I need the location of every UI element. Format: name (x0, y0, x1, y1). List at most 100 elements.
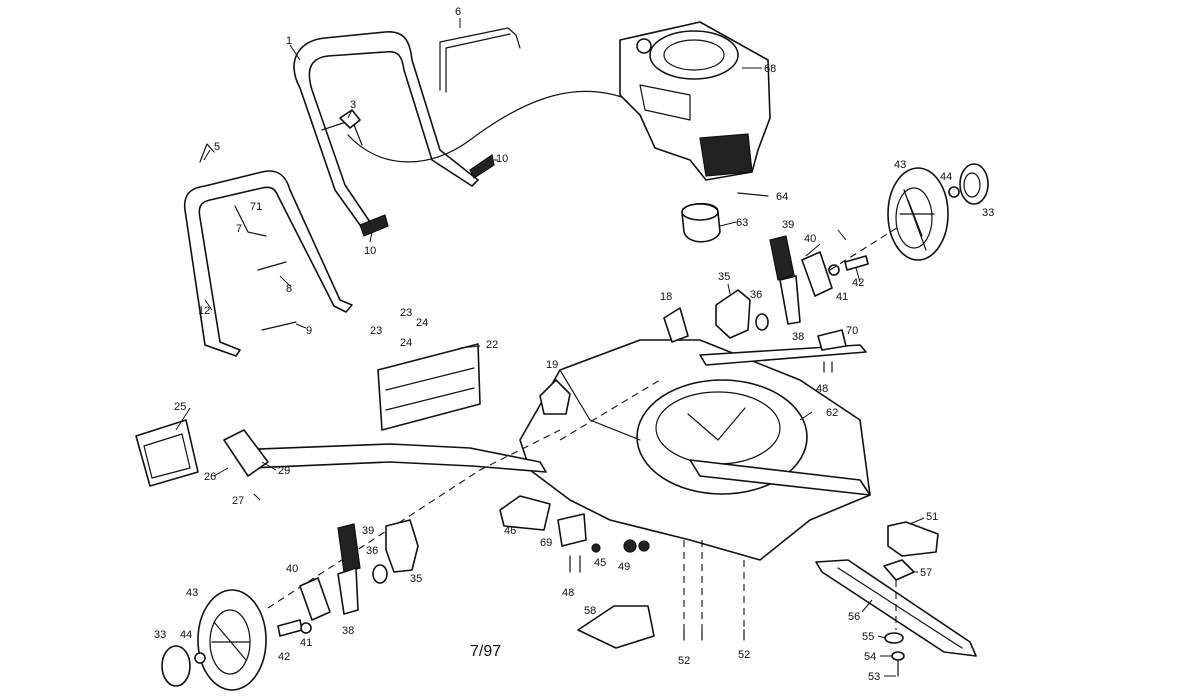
right-washer (948, 186, 960, 198)
clip-9 (261, 321, 297, 331)
callout-wheel-r: 43 (894, 159, 906, 171)
left-hub-cap (161, 645, 191, 687)
callout-spacer-36-l: 36 (366, 545, 378, 557)
throttle-cable (347, 90, 631, 163)
cable-tie-left (359, 214, 389, 237)
callout-bolt: 7 (236, 223, 242, 235)
screws-48-left (569, 555, 581, 573)
callout-bolt-52a: 52 (678, 655, 690, 667)
callout-cable-clip: 3 (350, 99, 356, 111)
callout-lever-r: 38 (792, 331, 804, 343)
cable-clip (339, 109, 361, 129)
blade-stiffener (883, 559, 915, 581)
callout-spring-l: 39 (362, 525, 374, 537)
right-spacer-36 (755, 313, 769, 331)
callout-wing-nut: 8 (286, 283, 292, 295)
callout-screw-23b: 23 (370, 325, 382, 337)
left-height-bracket (299, 577, 331, 621)
right-lever (779, 275, 801, 325)
callout-blade-stiffener: 57 (920, 567, 932, 579)
callout-rear-axle: 26 (204, 471, 216, 483)
callout-engine-screw: 64 (776, 191, 788, 203)
left-wheel (197, 589, 267, 691)
left-axle-bolt (277, 619, 303, 637)
callout-spring-r: 39 (782, 219, 794, 231)
callout-engine: 68 (764, 63, 776, 75)
callout-height-bracket-r: 40 (804, 233, 816, 245)
hinge-70 (817, 329, 847, 351)
callout-spacer-36-r: 36 (750, 289, 762, 301)
callout-cable-tie: 5 (214, 141, 220, 153)
callout-bolt-52b: 52 (738, 649, 750, 661)
callout-screw-48-l: 48 (562, 587, 574, 599)
baffle-46 (499, 495, 551, 531)
cable-tie-5 (199, 143, 215, 163)
screws-48-right (823, 361, 833, 373)
callout-spacer-l: 41 (300, 637, 312, 649)
callout-rear-shield: 22 (486, 339, 498, 351)
right-height-bracket (801, 251, 833, 297)
callout-handle-upper: 1 (286, 35, 292, 47)
callout-blade-bolt: 53 (868, 671, 880, 683)
callout-hub-cap-l: 33 (154, 629, 166, 641)
blade-adapter-ring (681, 202, 721, 243)
callout-spacer-r: 41 (836, 291, 848, 303)
right-hub-cap (959, 163, 989, 205)
left-spacer (300, 622, 312, 634)
engine (619, 21, 771, 181)
callout-grass-bag-frame: 25 (174, 401, 186, 413)
bracket-18 (663, 307, 689, 343)
mower-deck (519, 339, 871, 561)
bracket-69 (557, 513, 587, 547)
callout-screw-24a: 24 (416, 317, 428, 329)
grass-bag-frame (135, 419, 199, 487)
callout-cable-lower: 10 (496, 153, 508, 165)
callout-height-bracket-l: 40 (286, 563, 298, 575)
callout-bracket-19: 19 (546, 359, 558, 371)
left-spring (337, 523, 361, 573)
callout-bracket-18: 18 (660, 291, 672, 303)
callout-lever-l: 38 (342, 625, 354, 637)
callout-hub-cap-r: 33 (982, 207, 994, 219)
blade-adapter (887, 521, 939, 557)
callout-blade-adapter: 51 (926, 511, 938, 523)
rear-hinge-bracket (223, 429, 269, 477)
left-lever (337, 567, 359, 615)
lower-handle (183, 170, 353, 357)
callout-deck: 62 (826, 407, 838, 419)
callout-hinge-70: 70 (846, 325, 858, 337)
left-washer (194, 652, 206, 664)
cable-tie-lower (469, 153, 495, 179)
callout-bracket-69: 69 (540, 537, 552, 549)
callout-knob: 71 (250, 201, 262, 213)
left-height-plate (385, 519, 419, 573)
callout-mulch-plug: 58 (584, 605, 596, 617)
callout-wheel-l: 43 (186, 587, 198, 599)
right-axle-bolt (844, 255, 869, 271)
right-spring (769, 235, 795, 281)
leader-lines (175, 18, 925, 677)
callout-washer-l: 44 (180, 629, 192, 641)
right-height-plate (715, 289, 751, 339)
callout-spring-29: 29 (278, 465, 290, 477)
mulch-plug (577, 605, 655, 649)
right-spacer (828, 264, 840, 276)
callout-blade-adapter-ring: 63 (736, 217, 748, 229)
callout-cable-left: 10 (364, 245, 376, 257)
callout-screw-23a: 23 (400, 307, 412, 319)
rear-shield (377, 343, 481, 431)
right-wheel (887, 167, 949, 261)
control-bar (439, 27, 521, 93)
callout-clip-9: 9 (306, 325, 312, 337)
blade-hardware (884, 580, 905, 677)
callout-screw-27: 27 (232, 495, 244, 507)
upper-handle (293, 31, 479, 233)
callout-control-bar: 6 (455, 6, 461, 18)
deck-bolts (683, 540, 745, 641)
callout-bolt-r: 42 (852, 277, 864, 289)
callout-height-plate-l: 35 (410, 573, 422, 585)
callout-baffle: 46 (504, 525, 516, 537)
left-spacer-36 (372, 564, 388, 584)
